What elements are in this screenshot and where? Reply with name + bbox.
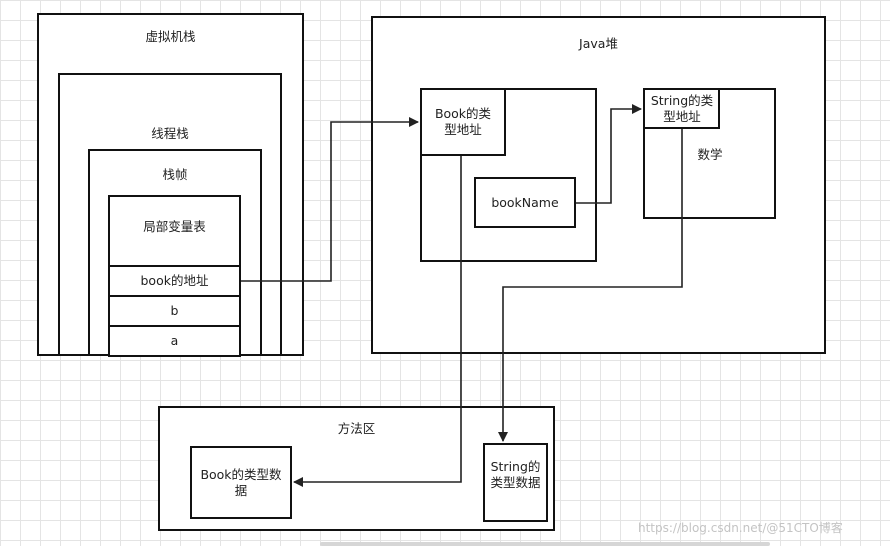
stack-frame-title: 栈帧	[162, 167, 188, 182]
book-name-label: bookName	[491, 195, 559, 210]
slot-a	[108, 325, 241, 357]
string-data-label: 数学	[697, 147, 723, 162]
book-type-address-box	[420, 88, 506, 156]
string-type-address-label: String的类型地址	[650, 93, 714, 124]
method-area-title: 方法区	[337, 421, 376, 436]
slot-book-address-label: book的地址	[140, 273, 209, 288]
string-type-address-box	[643, 88, 720, 129]
jvm-stack-title: 虚拟机栈	[145, 29, 196, 44]
local-var-table-title: 局部变量表	[143, 219, 206, 234]
thread-stack-title: 线程栈	[151, 126, 189, 141]
horizontal-scrollbar[interactable]	[320, 542, 770, 546]
string-type-data-box	[483, 443, 548, 522]
book-type-data-box	[190, 446, 292, 519]
string-type-data-label: String的类型数据	[490, 459, 541, 490]
watermark: https://blog.csdn.net/@51CTO博客	[638, 521, 843, 535]
book-type-address-label: Book的类型地址	[434, 106, 492, 137]
slot-a-label: a	[170, 333, 179, 348]
slot-b-label: b	[170, 303, 179, 318]
book-type-data-label: Book的类型数据	[200, 467, 282, 498]
java-heap-title: Java堆	[579, 36, 618, 51]
